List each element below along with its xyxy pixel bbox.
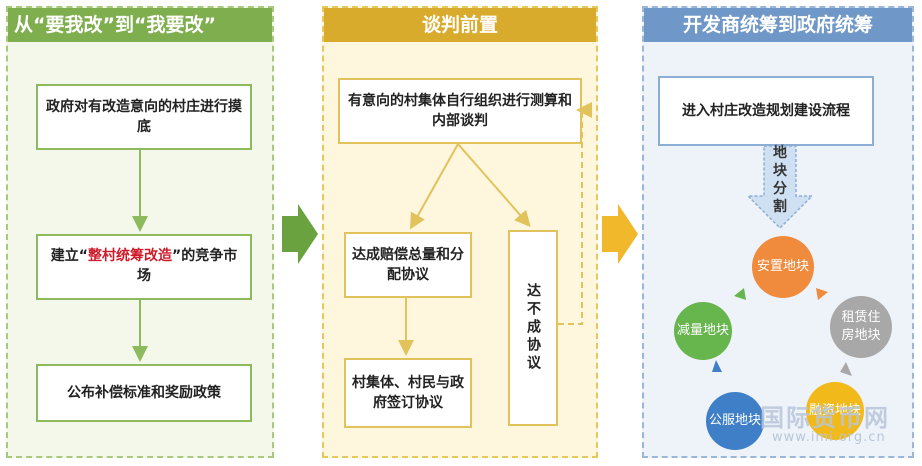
step-compensation-policy: 公布补偿标准和奖励政策	[36, 364, 252, 422]
panel-negotiation-first: 谈判前置 有意向的村集体自行组织进行测算和内部谈判 达成赔偿总量和分配协议 达不…	[322, 6, 598, 458]
arrow-to-agreement	[410, 143, 459, 230]
cycle-arrow-green	[734, 288, 746, 300]
panel-bottom-up-demand: 从“要我改”到“我要改” 政府对有改造意向的村庄进行摸底 建立“整村统筹改造”的…	[6, 6, 274, 458]
step2-suffix: ”的竞争市场	[137, 248, 238, 284]
arrow-to-no-agreement	[457, 143, 531, 228]
cycle-arrow-gray	[840, 362, 852, 376]
cycle-arrow-blue	[712, 360, 722, 372]
no-agreement-label: 达不成协议	[525, 283, 541, 373]
outcome-agreement: 达成赔偿总量和分配协议	[344, 232, 472, 298]
loop-back-dashed	[558, 109, 586, 325]
split-label: 地块分割	[773, 145, 787, 215]
step-sign-agreement: 村集体、村民与政府签订协议	[344, 358, 472, 428]
transition-arrow-2	[602, 204, 638, 264]
highlight-whole-village: 整村统筹改造	[88, 248, 172, 264]
step-survey: 政府对有改造意向的村庄进行摸底	[36, 84, 252, 150]
panel-title: 谈判前置	[324, 8, 596, 42]
watermark-logo: 国际货币网	[760, 404, 890, 432]
panel-government-coordination: 开发商统筹到政府统筹 进入村庄改造规划建设流程	[642, 6, 914, 458]
step-planning-process: 进入村庄改造规划建设流程	[658, 76, 874, 146]
split-down-arrow	[746, 145, 814, 230]
panel-title: 从“要我改”到“我要改”	[8, 8, 272, 42]
cycle-arrow-orange	[816, 288, 828, 300]
circle-reduction-plot: 减量地块	[674, 302, 732, 360]
outcome-no-agreement: 达不成协议	[508, 230, 558, 426]
panel-title: 开发商统筹到政府统筹	[644, 8, 912, 42]
circle-rental-housing-plot: 租赁住房地块	[830, 296, 892, 358]
circle-public-service-plot: 公服地块	[706, 392, 764, 450]
step-competitive-market: 建立“整村统筹改造”的竞争市场	[36, 234, 252, 300]
circle-financing-plot: 融资地块	[806, 382, 864, 440]
step2-prefix: 建立“	[50, 248, 88, 264]
transition-arrow-1	[282, 204, 318, 264]
step-self-organize: 有意向的村集体自行组织进行测算和内部谈判	[338, 78, 582, 144]
circle-resettlement-plot: 安置地块	[752, 236, 814, 298]
watermark-url: www.imi.org.cn	[772, 430, 886, 445]
